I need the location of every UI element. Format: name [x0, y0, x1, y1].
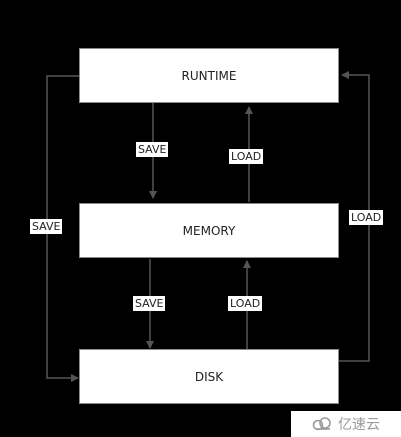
runtime-node: RUNTIME: [79, 48, 339, 103]
edge-label-disk-to-memory: LOAD: [228, 296, 263, 311]
edge-label-runtime-to-memory: SAVE: [136, 142, 169, 157]
edge-label-disk-to-runtime: LOAD: [349, 210, 384, 225]
disk-node: DISK: [79, 349, 339, 404]
cloud-logo-icon: [312, 417, 334, 431]
runtime-label: RUNTIME: [181, 68, 237, 83]
memory-node: MEMORY: [79, 203, 339, 258]
memory-label: MEMORY: [182, 223, 236, 238]
edge-label-memory-to-disk: SAVE: [133, 296, 166, 311]
watermark: 亿速云: [291, 411, 401, 437]
watermark-text: 亿速云: [338, 417, 380, 433]
edge-label-memory-to-runtime: LOAD: [229, 149, 264, 164]
edge-label-runtime-to-disk: SAVE: [30, 219, 63, 234]
disk-label: DISK: [194, 369, 224, 384]
